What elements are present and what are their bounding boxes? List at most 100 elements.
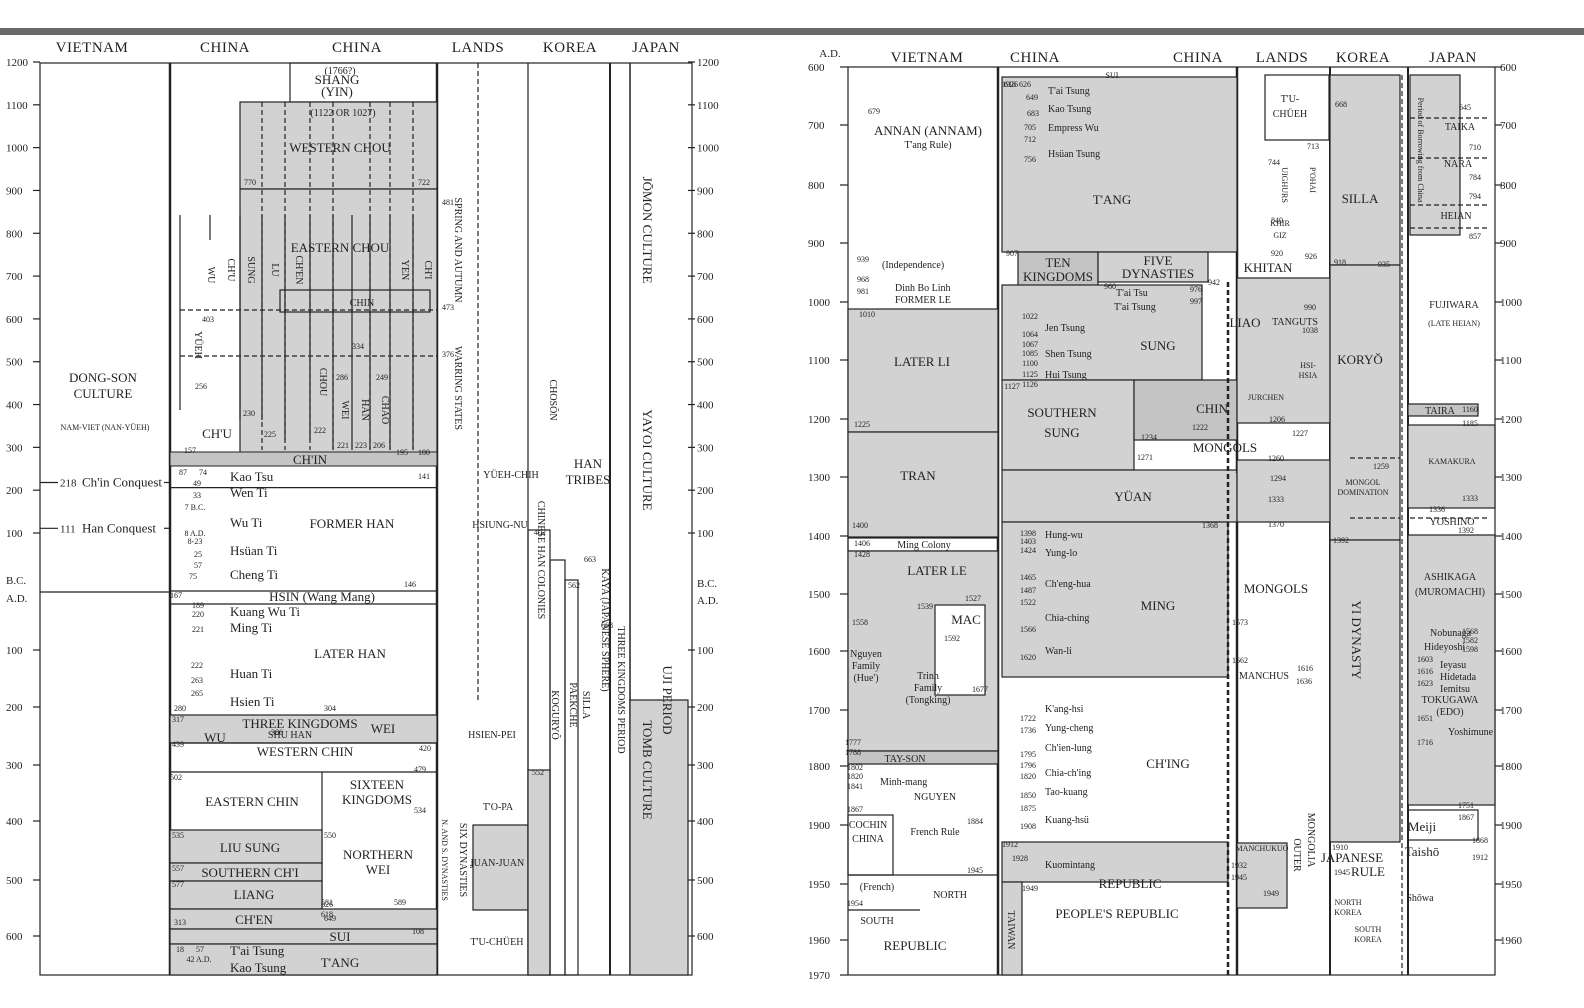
left-ruler-text-8: Hsien Ti	[230, 694, 275, 709]
western-chou-block	[239, 101, 438, 190]
rkorea-mongol-dom-1: MONGOL	[1345, 478, 1380, 487]
era-western-chou: WESTERN CHOU	[289, 140, 391, 155]
right-date-39: 1795	[1020, 750, 1036, 759]
right-rtick-8: 1400	[1500, 531, 1523, 543]
rjapan-kamakura-block	[1407, 424, 1496, 509]
left-rtick-10: 200	[697, 485, 714, 497]
left-date-0: 770	[244, 178, 256, 187]
rland-jurchen: JURCHEN	[1248, 393, 1284, 402]
right-date-61: 1677	[972, 685, 988, 694]
left-date-25: 8 A.D.	[184, 529, 205, 538]
left-date-24: 7 B.C.	[185, 503, 206, 512]
right-rtick-12: 1800	[1500, 761, 1523, 773]
left-date-5: 376	[442, 350, 454, 359]
japan-jomon: JŌMON CULTURE	[640, 177, 655, 284]
left-date-59: 57	[196, 945, 204, 954]
juan-juan-block	[472, 824, 529, 911]
era-three-kingdoms: THREE KINGDOMS	[242, 716, 357, 731]
rviet-mac: MAC	[951, 612, 981, 627]
rjapan-kamakura: KAMAKURA	[1428, 457, 1475, 466]
state-label-2: SUNG	[245, 256, 256, 283]
left-date-46: 534	[414, 806, 426, 815]
left-header-3: LANDS	[452, 40, 505, 56]
right-header-3: LANDS	[1256, 50, 1309, 66]
right-date-25: 1370	[1268, 520, 1284, 529]
left-date-11: 225	[264, 430, 276, 439]
right-rtick-5: 1100	[1500, 355, 1522, 367]
left-tick-2: 1000	[6, 143, 29, 155]
rland-pohai: P'OHAI	[1308, 167, 1317, 193]
right-date-110: 1716	[1417, 738, 1433, 747]
right-date-3: 683	[1027, 109, 1039, 118]
left-tick-0: 1200	[6, 57, 29, 69]
koguryo-block	[527, 769, 551, 976]
left-rtick-15: 200	[697, 702, 714, 714]
rchina-five-dynasties-block	[1097, 251, 1209, 283]
era-shang: SHANG	[315, 72, 360, 87]
rchina-chin-block	[1133, 379, 1238, 441]
rland-hsihsia-2: HSIA	[1299, 371, 1318, 380]
left-date-39: 304	[324, 704, 336, 713]
era-hsin: HSIN (Wang Mang)	[269, 589, 375, 604]
rjapan-nara: NARA	[1444, 159, 1473, 170]
left-ruler-text-9: T'ai Tsung	[230, 943, 285, 958]
rland-outer-mongolia-2: MONGOLIA	[1305, 813, 1316, 868]
era-sixteen-kingdoms-1: SIXTEEN	[350, 777, 405, 792]
right-rtick-7: 1300	[1500, 472, 1523, 484]
right-date-87: 918	[1334, 258, 1346, 267]
rchina-yuan-block	[1001, 469, 1238, 523]
right-date-92: 645	[1459, 103, 1471, 112]
left-date-18: 157	[184, 446, 196, 455]
left-date-43: 439	[172, 740, 184, 749]
right-date-68: 1884	[967, 817, 983, 826]
left-tick-7: 500	[6, 357, 23, 369]
right-date-97: 1160	[1462, 405, 1478, 414]
rviet-north: NORTH	[933, 890, 967, 901]
rland-mongols-2: MONGOLS	[1244, 581, 1308, 596]
right-header-4: KOREA	[1336, 50, 1390, 66]
left-date-19: 141	[418, 472, 430, 481]
right-ruler-text-0: T'ai Tsung	[1048, 86, 1090, 97]
rjapan-ashikaga-tokugawa-block	[1407, 534, 1496, 806]
rchina-prc: PEOPLE'S REPUBLIC	[1055, 906, 1178, 921]
rjapan-meiji-block	[1407, 809, 1479, 841]
left-ruler-text-3: Hsüan Ti	[230, 543, 278, 558]
rchina-chin: CHIN	[1196, 401, 1228, 416]
right-date-60: 1592	[944, 634, 960, 643]
left-ruler-text-1: Wen Ti	[230, 485, 268, 500]
left-ruler-7: Huan Ti	[230, 666, 273, 681]
left-date-31: 167	[170, 591, 182, 600]
right-ruler-text-19: Kuang-hsü	[1045, 815, 1089, 826]
right-rtick-4: 1000	[1500, 297, 1523, 309]
right-date-33: 1566	[1020, 625, 1036, 634]
rchina-ming: MING	[1141, 598, 1176, 613]
right-date-96: 857	[1469, 232, 1481, 241]
rviet-tran-block	[847, 431, 999, 538]
right-tick-11: 1700	[808, 705, 831, 717]
rchina-ssung-1: SOUTHERN	[1027, 405, 1097, 420]
left-rtick-4: 800	[697, 228, 714, 240]
silla-left-col	[564, 579, 579, 976]
rjapan-borrowing: Period of Borrowing from China	[1416, 98, 1425, 203]
era-liang: LIANG	[234, 887, 274, 902]
left-date-34: 221	[192, 625, 204, 634]
rchina-republic-block	[1001, 841, 1229, 883]
right-date-40: 1796	[1020, 761, 1036, 770]
right-ruler-15: Yung-cheng	[1045, 723, 1093, 734]
right-date-69: 1945	[967, 866, 983, 875]
left-header-2: CHINA	[332, 40, 382, 56]
era-sui: SUI	[330, 929, 351, 944]
era-chen: CH'EN	[235, 912, 273, 927]
rland-mongols-1: MONGOLS	[1193, 440, 1257, 455]
left-date-58: 18	[176, 945, 184, 954]
right-ruler-19: Kuang-hsü	[1045, 815, 1089, 826]
left-header-4: KOREA	[543, 40, 597, 56]
right-date-73: 840	[1271, 216, 1283, 225]
left-tick-16: 300	[6, 760, 23, 772]
right-ruler-10: Yung-lo	[1045, 548, 1077, 559]
left-ruler-9: T'ai Tsung	[230, 943, 285, 958]
rviet-ming-colony: Ming Colony	[897, 540, 951, 551]
left-date-20: 87	[179, 468, 187, 477]
right-corner-ad: A.D.	[819, 48, 841, 60]
left-date-65: 668	[601, 621, 613, 630]
